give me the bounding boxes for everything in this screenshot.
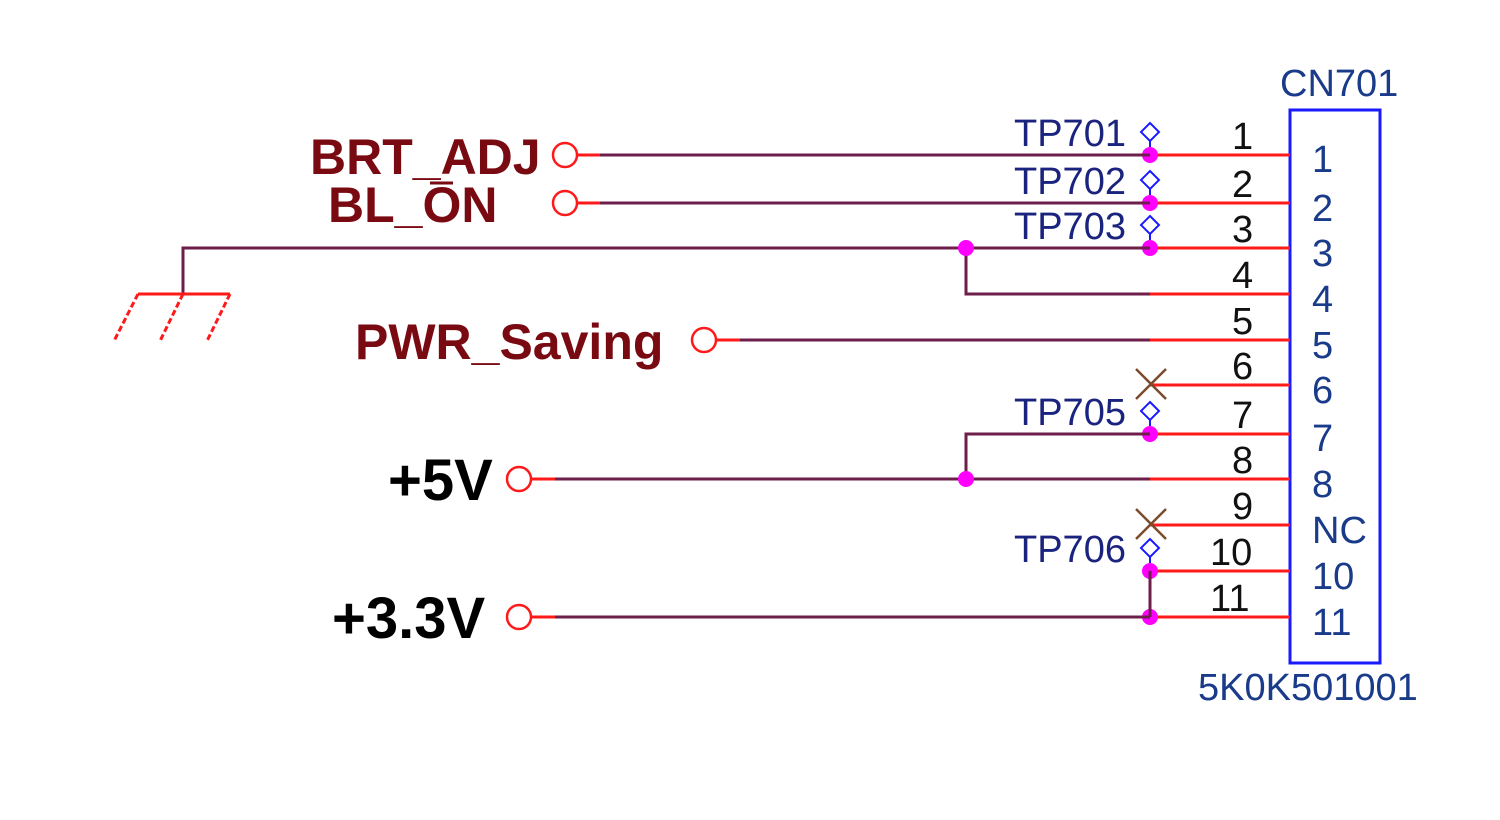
net-label-pwr-saving: PWR_Saving bbox=[355, 314, 663, 370]
pin-name: NC bbox=[1312, 510, 1367, 552]
test-point-label: TP705 bbox=[1014, 392, 1126, 434]
net-label-3v3: +3.3V bbox=[332, 586, 485, 651]
pin-name: 2 bbox=[1312, 188, 1333, 230]
test-point-icon bbox=[1139, 400, 1161, 422]
junction-dot bbox=[958, 471, 974, 487]
pin-name: 1 bbox=[1312, 139, 1333, 181]
connector-refdes: CN701 bbox=[1280, 63, 1398, 105]
test-point-tp701[interactable]: TP701 bbox=[1014, 113, 1161, 155]
pin-number: 6 bbox=[1232, 346, 1253, 388]
test-point-tp706[interactable]: TP706 bbox=[1014, 529, 1161, 571]
test-point-label: TP706 bbox=[1014, 529, 1126, 571]
pin-name: 3 bbox=[1312, 233, 1333, 275]
test-point-icon bbox=[1139, 214, 1161, 236]
pin-name: 7 bbox=[1312, 418, 1333, 460]
no-connect-icon bbox=[1135, 368, 1167, 400]
net-port-icon bbox=[551, 141, 579, 169]
pin-1[interactable]: 11 bbox=[1150, 116, 1333, 181]
pin-6[interactable]: 66 bbox=[1150, 346, 1333, 412]
test-point-label: TP703 bbox=[1014, 206, 1126, 248]
pin-2[interactable]: 22 bbox=[1150, 164, 1333, 230]
pin-number: 8 bbox=[1232, 440, 1253, 482]
pin-11[interactable]: 11 11 bbox=[1150, 578, 1351, 644]
net-port-icon bbox=[505, 603, 533, 631]
wire bbox=[964, 432, 1150, 479]
pin-4[interactable]: 44 bbox=[1150, 255, 1333, 321]
pin-name: 11 bbox=[1312, 602, 1351, 644]
pin-name: 8 bbox=[1312, 464, 1333, 506]
test-point-tp705[interactable]: TP705 bbox=[1014, 392, 1161, 434]
wire bbox=[181, 246, 1150, 293]
test-point-icon bbox=[1139, 169, 1161, 191]
net-port-icon bbox=[690, 326, 718, 354]
connector-body[interactable] bbox=[1288, 108, 1382, 665]
no-connect-icon bbox=[1135, 508, 1167, 540]
test-point-tp702[interactable]: TP702 bbox=[1014, 161, 1161, 203]
pin-name: 4 bbox=[1312, 279, 1333, 321]
pin-7[interactable]: 77 bbox=[1150, 395, 1333, 460]
net-port-icon bbox=[551, 189, 579, 217]
net-gnd[interactable] bbox=[112, 240, 1150, 342]
pin-number: 7 bbox=[1232, 395, 1253, 437]
pin-number: 11 bbox=[1210, 578, 1249, 620]
pin-9[interactable]: 9NC bbox=[1150, 486, 1367, 552]
pin-name: 10 bbox=[1312, 556, 1354, 598]
pin-10[interactable]: 10 10 bbox=[1150, 532, 1354, 598]
net-pwr-saving[interactable]: PWR_Saving bbox=[355, 314, 1150, 370]
junction-dot bbox=[958, 240, 974, 256]
pin-8[interactable]: 88 bbox=[1150, 440, 1333, 506]
net-3v3[interactable]: +3.3V bbox=[332, 571, 1152, 651]
connector-cn701[interactable]: CN701 5K0K501001 bbox=[1198, 63, 1418, 709]
ground-icon bbox=[112, 292, 232, 342]
net-5v[interactable]: +5V bbox=[388, 432, 1150, 513]
pin-number: 2 bbox=[1232, 164, 1253, 206]
test-point-label: TP701 bbox=[1014, 113, 1126, 155]
pin-3[interactable]: 33 bbox=[1150, 209, 1333, 275]
pin-name: 6 bbox=[1312, 370, 1333, 412]
no-connect-markers bbox=[1135, 368, 1167, 540]
net-brt-adj[interactable]: BRT_ADJ bbox=[310, 129, 1150, 185]
net-label-brt-adj: BRT_ADJ bbox=[310, 129, 541, 185]
net-label-5v: +5V bbox=[388, 448, 493, 513]
pin-number: 3 bbox=[1232, 209, 1253, 251]
pin-number: 5 bbox=[1232, 301, 1253, 343]
pin-5[interactable]: 55 bbox=[1150, 301, 1333, 367]
wire bbox=[964, 248, 1150, 296]
net-bl-on[interactable]: BL_ON bbox=[328, 177, 1150, 233]
pin-number: 10 bbox=[1210, 532, 1252, 574]
test-point-label: TP702 bbox=[1014, 161, 1126, 203]
test-point-icon bbox=[1139, 121, 1161, 143]
pin-number: 9 bbox=[1232, 486, 1253, 528]
test-point-icon bbox=[1139, 537, 1161, 559]
pin-name: 5 bbox=[1312, 325, 1333, 367]
test-point-tp703[interactable]: TP703 bbox=[1014, 206, 1161, 248]
net-label-bl-on: BL_ON bbox=[328, 177, 497, 233]
pin-number: 1 bbox=[1232, 116, 1253, 158]
connector-part-number: 5K0K501001 bbox=[1198, 667, 1418, 709]
net-port-icon bbox=[505, 465, 533, 493]
pin-number: 4 bbox=[1232, 255, 1253, 297]
